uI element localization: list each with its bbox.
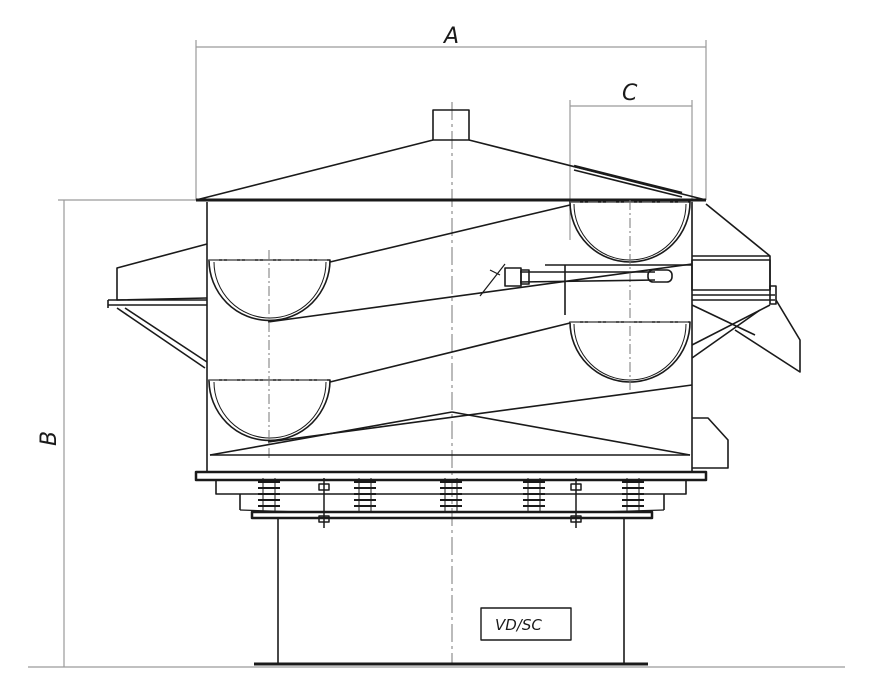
top-cover — [195, 109, 707, 202]
dimension-b — [58, 199, 200, 667]
dimension-c-label: C — [622, 81, 638, 106]
trough-centerlines — [209, 200, 690, 460]
dimension-a — [195, 40, 707, 200]
nameplate-frame — [480, 607, 572, 641]
spring-3 — [440, 478, 462, 513]
support-stand — [254, 518, 648, 666]
bottom-cone — [209, 411, 691, 456]
spring-1 — [258, 478, 280, 513]
dimension-a-label: A — [442, 24, 459, 49]
left-chute — [107, 243, 208, 369]
spring-2 — [354, 478, 376, 513]
right-chute — [691, 203, 801, 469]
trough-sections — [208, 201, 691, 442]
dimension-b-label: B — [37, 431, 62, 446]
spring-5 — [622, 478, 644, 513]
helix-lines — [267, 204, 693, 443]
nameplate-model: VD/SC — [495, 616, 542, 634]
spring-4 — [523, 478, 545, 513]
actuator-rod — [479, 263, 692, 315]
springs — [258, 478, 644, 513]
bolts — [318, 478, 582, 528]
drum-body — [206, 202, 693, 473]
